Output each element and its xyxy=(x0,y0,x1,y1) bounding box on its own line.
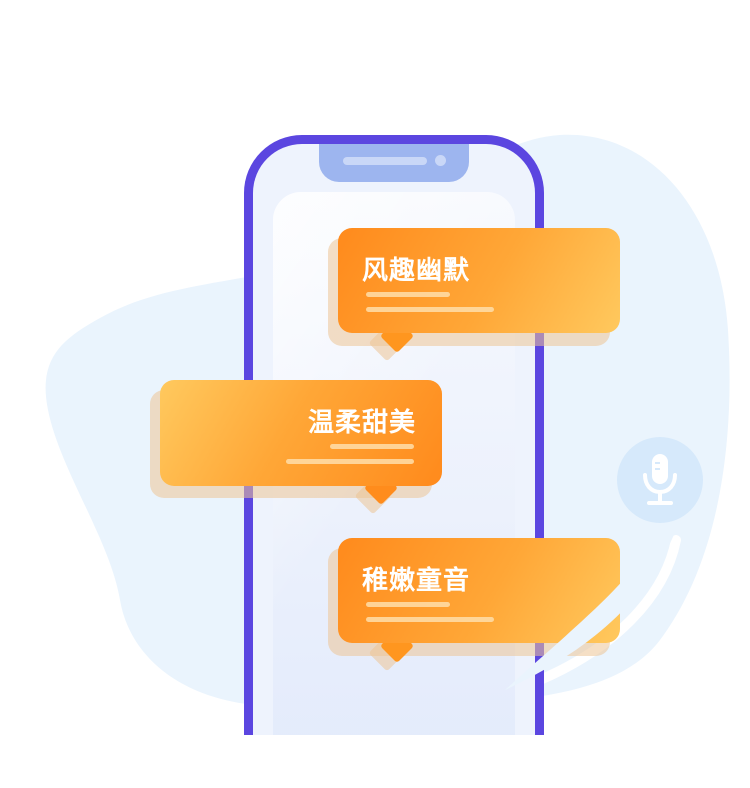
text-line xyxy=(366,292,450,297)
text-line xyxy=(366,307,494,312)
text-line xyxy=(366,602,450,607)
bubble-title: 温柔甜美 xyxy=(307,408,416,438)
phone-notch xyxy=(319,144,469,182)
text-line xyxy=(330,444,414,449)
bubble-title: 风趣幽默 xyxy=(362,256,471,286)
bubble-title: 稚嫩童音 xyxy=(362,566,471,596)
microphone-button[interactable] xyxy=(617,437,703,523)
speaker-icon xyxy=(343,157,427,165)
camera-icon xyxy=(435,155,446,166)
bubble-body: 稚嫩童音 xyxy=(338,538,620,643)
bubble-body: 风趣幽默 xyxy=(338,228,620,333)
bubble-body: 温柔甜美 xyxy=(160,380,442,486)
text-line xyxy=(366,617,494,622)
microphone-icon xyxy=(643,454,677,505)
text-line xyxy=(286,459,414,464)
